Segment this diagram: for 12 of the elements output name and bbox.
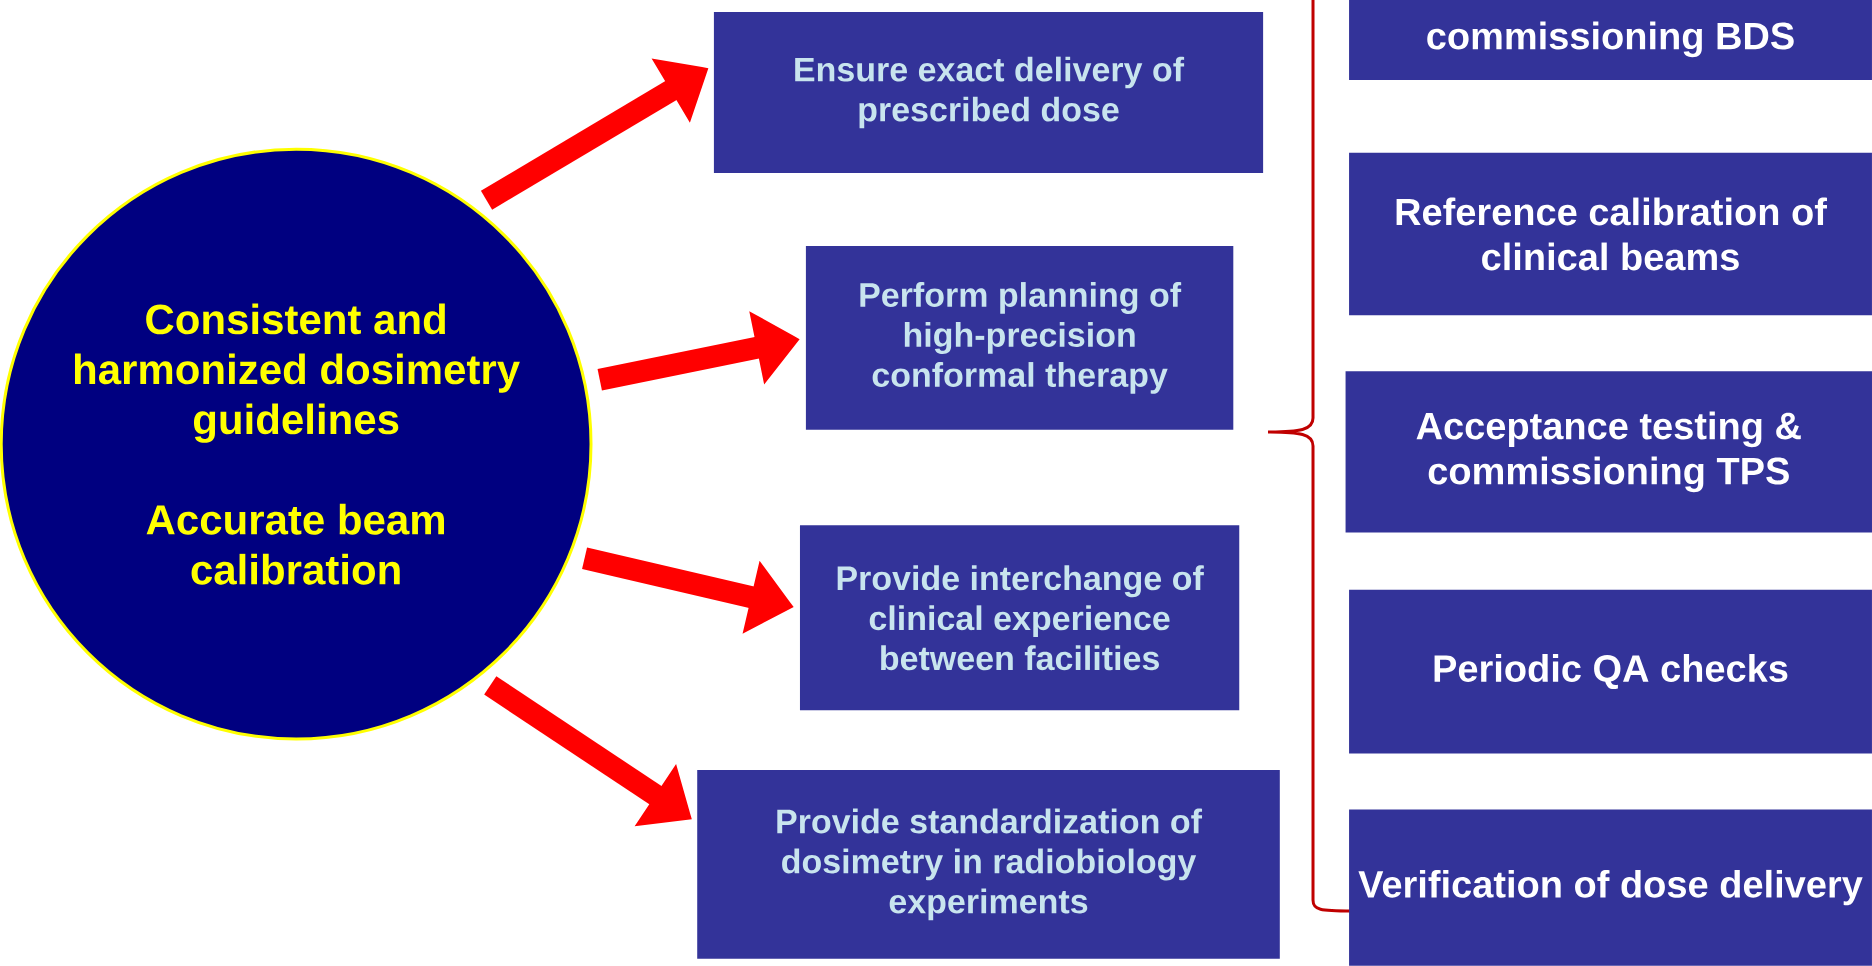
text-box: Verification of dose delivery xyxy=(1349,809,1872,966)
heading: Accurate beam calibration xyxy=(146,503,444,585)
text-box: Reference calibration of clinical beams xyxy=(1349,152,1872,316)
text-box: Acceptance testing & commissioning TPS xyxy=(1345,371,1872,533)
text-box: Perform planning of high-precision conformal therapy xyxy=(805,245,1234,430)
circle xyxy=(0,147,593,741)
text-box: Provide interchange of clinical experience between facilities xyxy=(799,525,1240,711)
text-box: Ensure exact delivery of prescribed dose xyxy=(713,11,1264,174)
text-box: Provide standardization of dosimetry in radiobiology experiments xyxy=(697,770,1280,959)
text-box: commissioning BDS xyxy=(1349,0,1872,80)
text-box: Periodic QA checks xyxy=(1349,589,1872,754)
heading: Consistent and harmonized dosimetry guidelines xyxy=(75,303,520,443)
